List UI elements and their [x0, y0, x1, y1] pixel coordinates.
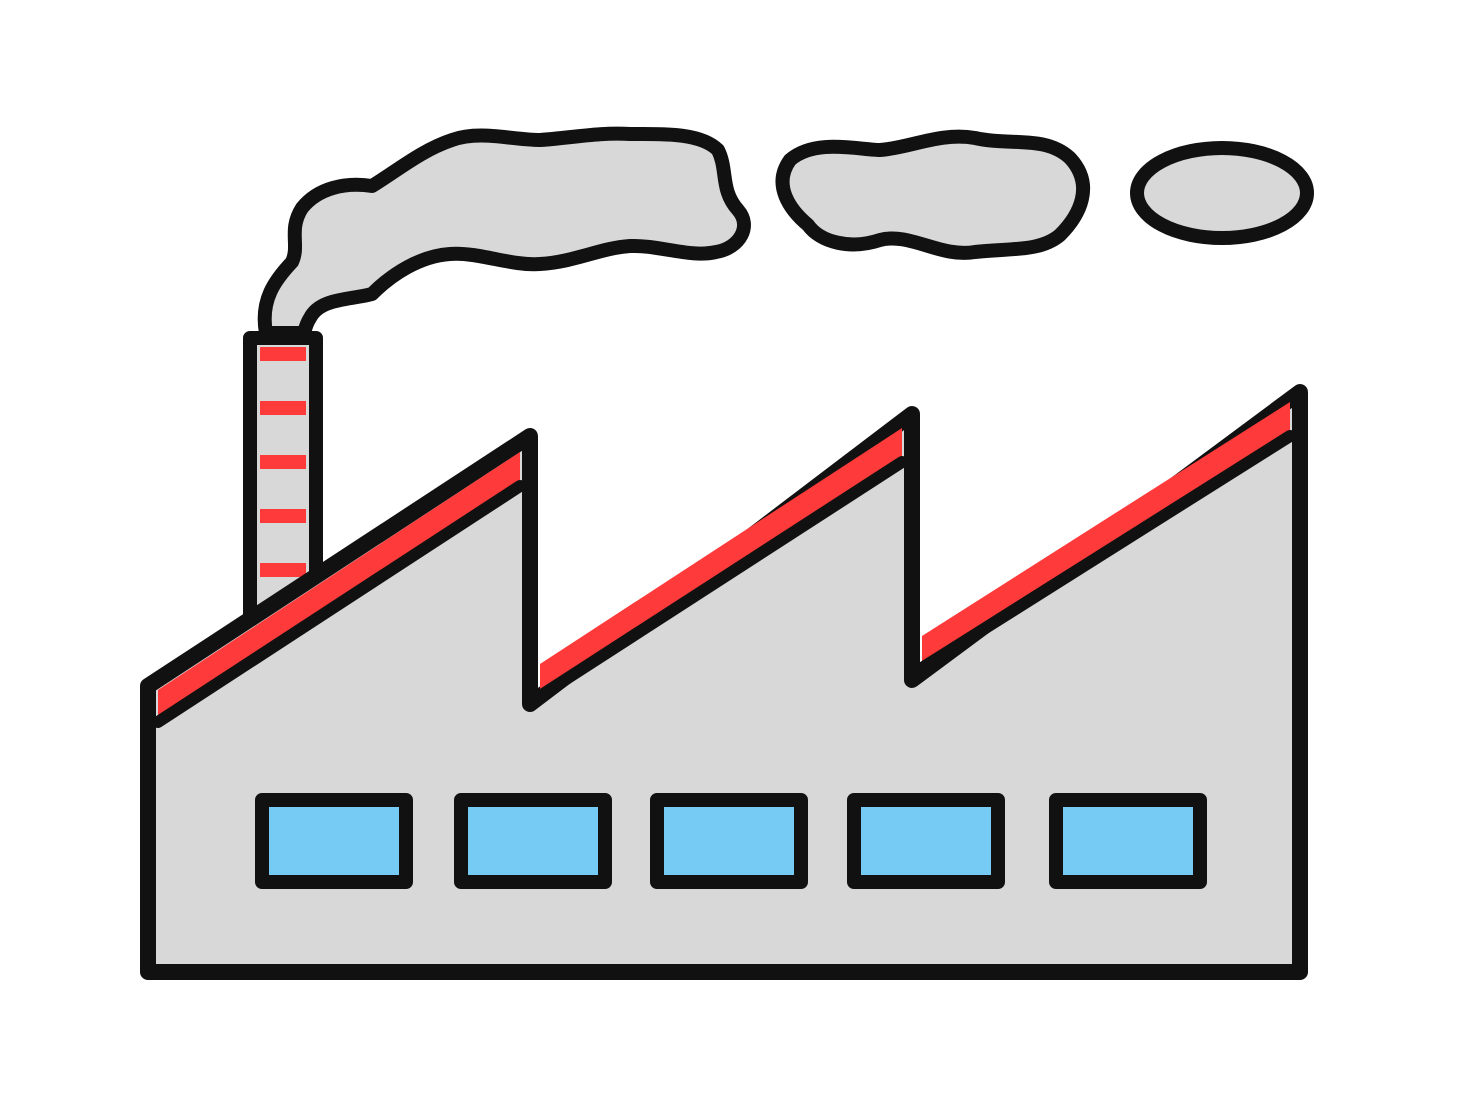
factory-building-icon [140, 384, 1308, 980]
window-icon [847, 793, 1005, 889]
chimney-stripe [260, 401, 306, 415]
roof-line [534, 456, 908, 702]
smoke-puff-right [1130, 141, 1314, 245]
chimney-stripe [260, 455, 306, 469]
window-icon [454, 793, 612, 889]
roof-stripe [540, 428, 902, 692]
smoke-icon [257, 126, 1314, 340]
chimney-stripe [260, 347, 306, 361]
chimney-stripe [260, 509, 306, 523]
window-icon [1049, 793, 1207, 889]
smoke-plume [257, 126, 751, 340]
window-row [255, 793, 1207, 889]
smoke-puff-middle [775, 129, 1091, 260]
window-icon [650, 793, 808, 889]
roof-line [152, 480, 526, 728]
roof-stripe [158, 452, 520, 718]
window-icon [255, 793, 413, 889]
roof-stripe [922, 402, 1290, 664]
chimney-stripe [260, 563, 306, 577]
roof-line [916, 430, 1296, 674]
